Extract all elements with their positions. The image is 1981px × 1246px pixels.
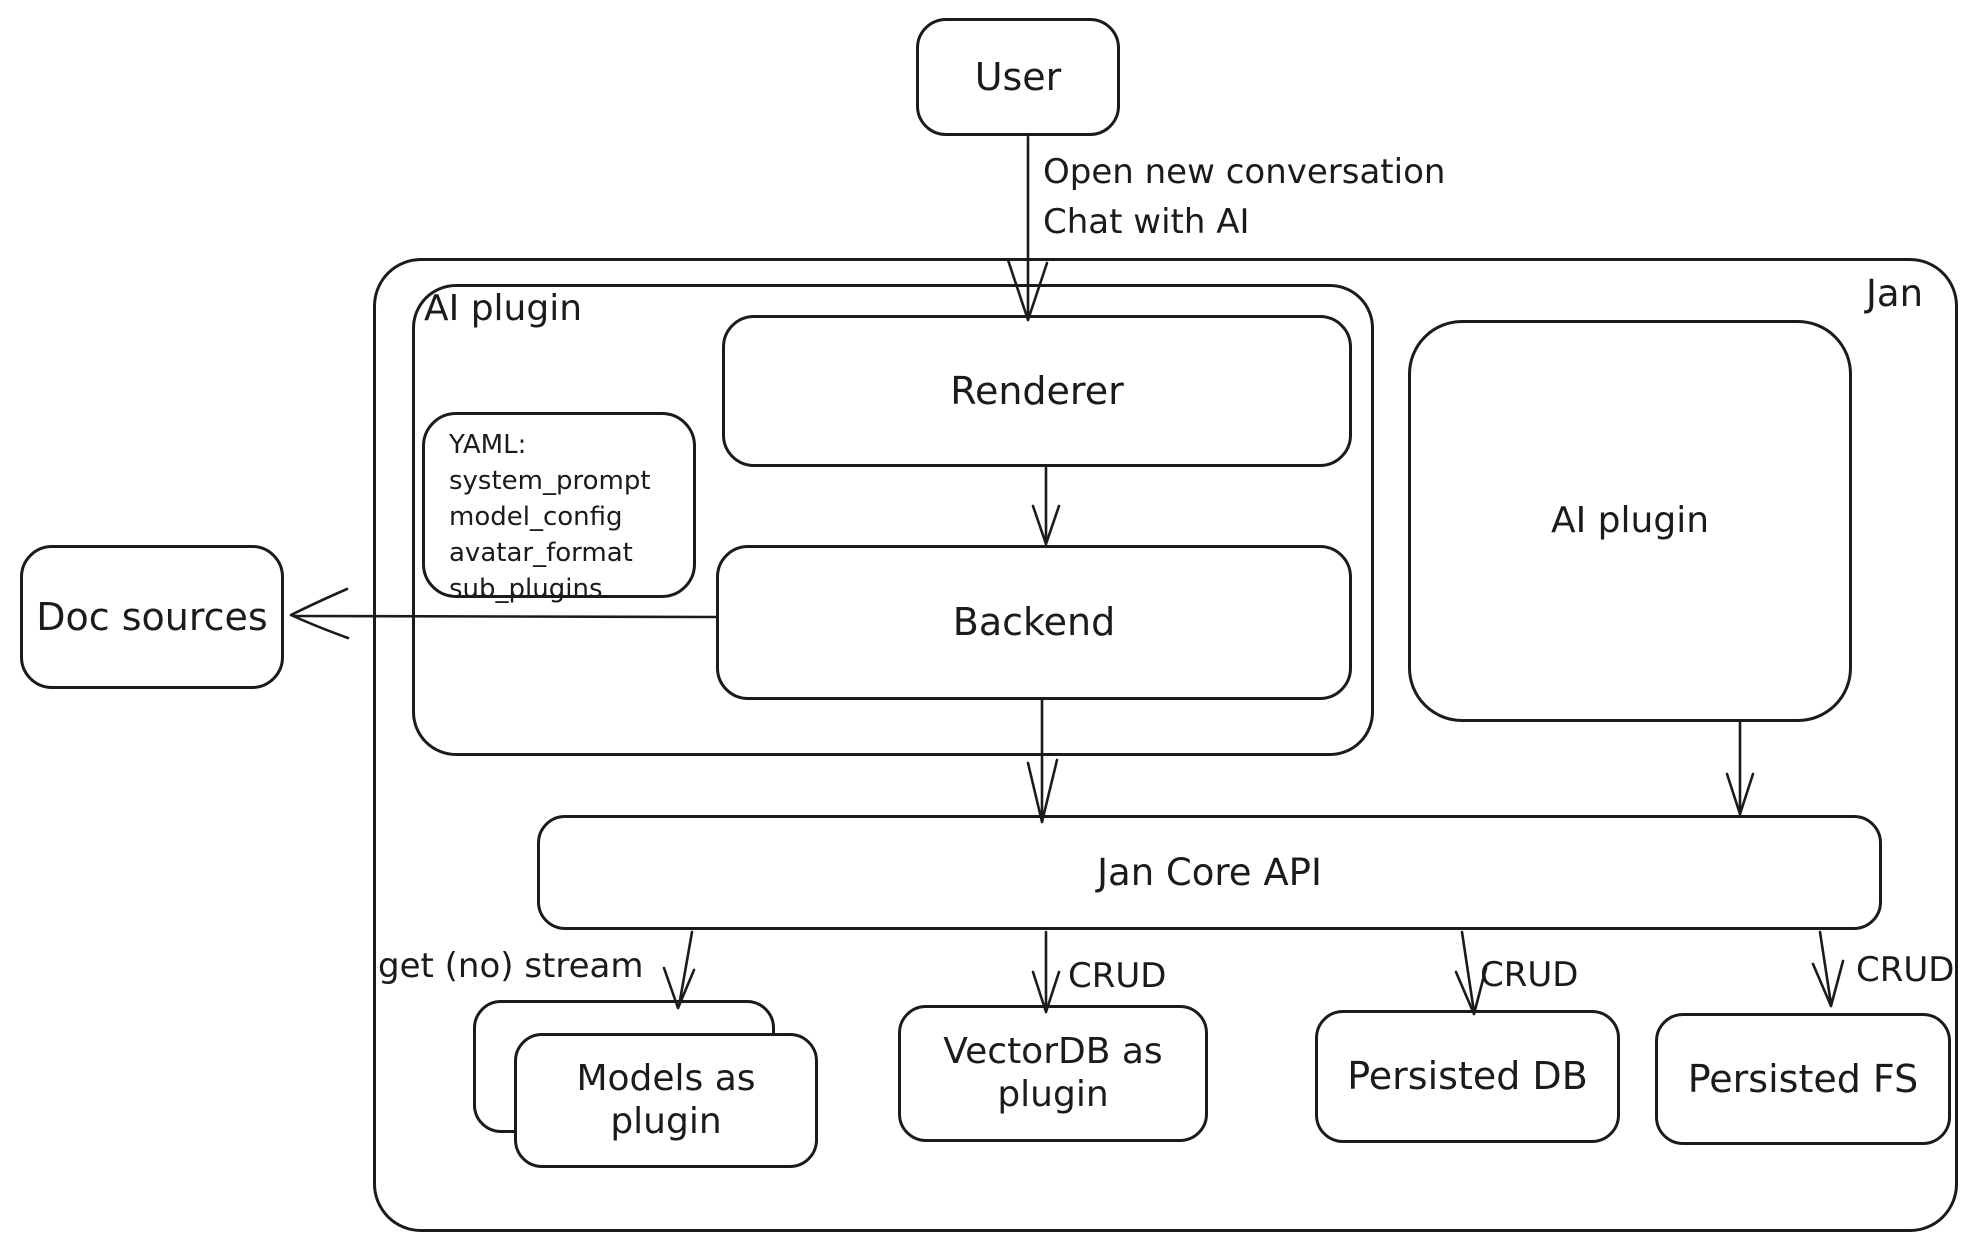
jan-core-api-label: Jan Core API bbox=[1097, 850, 1322, 894]
jan-core-api-node: Jan Core API bbox=[537, 815, 1882, 930]
renderer-label: Renderer bbox=[950, 368, 1124, 413]
models-plugin-label: Models as plugin bbox=[576, 1058, 756, 1142]
user-flow-label-line1: Open new conversation bbox=[1043, 152, 1446, 192]
backend-node: Backend bbox=[716, 545, 1352, 700]
persisted-fs-label: Persisted FS bbox=[1687, 1056, 1919, 1101]
user-label: User bbox=[974, 54, 1062, 99]
ai-plugin-group-label: AI plugin bbox=[424, 288, 583, 329]
persisted-fs-node: Persisted FS bbox=[1655, 1013, 1951, 1145]
ai-plugin-group-box bbox=[412, 284, 1374, 756]
crud-vectordb-label: CRUD bbox=[1068, 956, 1167, 996]
yaml-note-box: YAML: system_prompt model_config avatar_… bbox=[422, 412, 696, 604]
yaml-line: YAML: bbox=[449, 430, 527, 460]
doc-sources-label: Doc sources bbox=[36, 594, 268, 639]
crud-persisted-fs-label: CRUD bbox=[1856, 950, 1955, 990]
user-flow-label-line2: Chat with AI bbox=[1043, 202, 1250, 242]
backend-label: Backend bbox=[952, 600, 1116, 645]
vectordb-plugin-label: VectorDB as plugin bbox=[943, 1031, 1163, 1115]
jan-container-label: Jan bbox=[1866, 272, 1924, 315]
crud-persisted-db-label: CRUD bbox=[1480, 955, 1579, 995]
yaml-line: system_prompt bbox=[449, 466, 651, 496]
models-stream-label: get (no) stream bbox=[378, 946, 644, 986]
user-node: User bbox=[916, 18, 1120, 136]
yaml-note-text: YAML: system_prompt model_config avatar_… bbox=[449, 427, 651, 607]
persisted-db-node: Persisted DB bbox=[1315, 1010, 1620, 1143]
renderer-node: Renderer bbox=[722, 315, 1352, 467]
ai-plugin-right-node: AI plugin bbox=[1408, 320, 1852, 722]
yaml-line: avatar_format bbox=[449, 538, 633, 568]
jan-container-box bbox=[373, 258, 1958, 1232]
doc-sources-node: Doc sources bbox=[20, 545, 284, 689]
yaml-line: sub_plugins bbox=[449, 574, 603, 604]
yaml-line: model_config bbox=[449, 502, 623, 532]
models-plugin-node: Models as plugin bbox=[514, 1033, 818, 1168]
ai-plugin-right-label: AI plugin bbox=[1550, 499, 1710, 541]
persisted-db-label: Persisted DB bbox=[1347, 1054, 1588, 1099]
vectordb-plugin-node: VectorDB as plugin bbox=[898, 1005, 1208, 1142]
